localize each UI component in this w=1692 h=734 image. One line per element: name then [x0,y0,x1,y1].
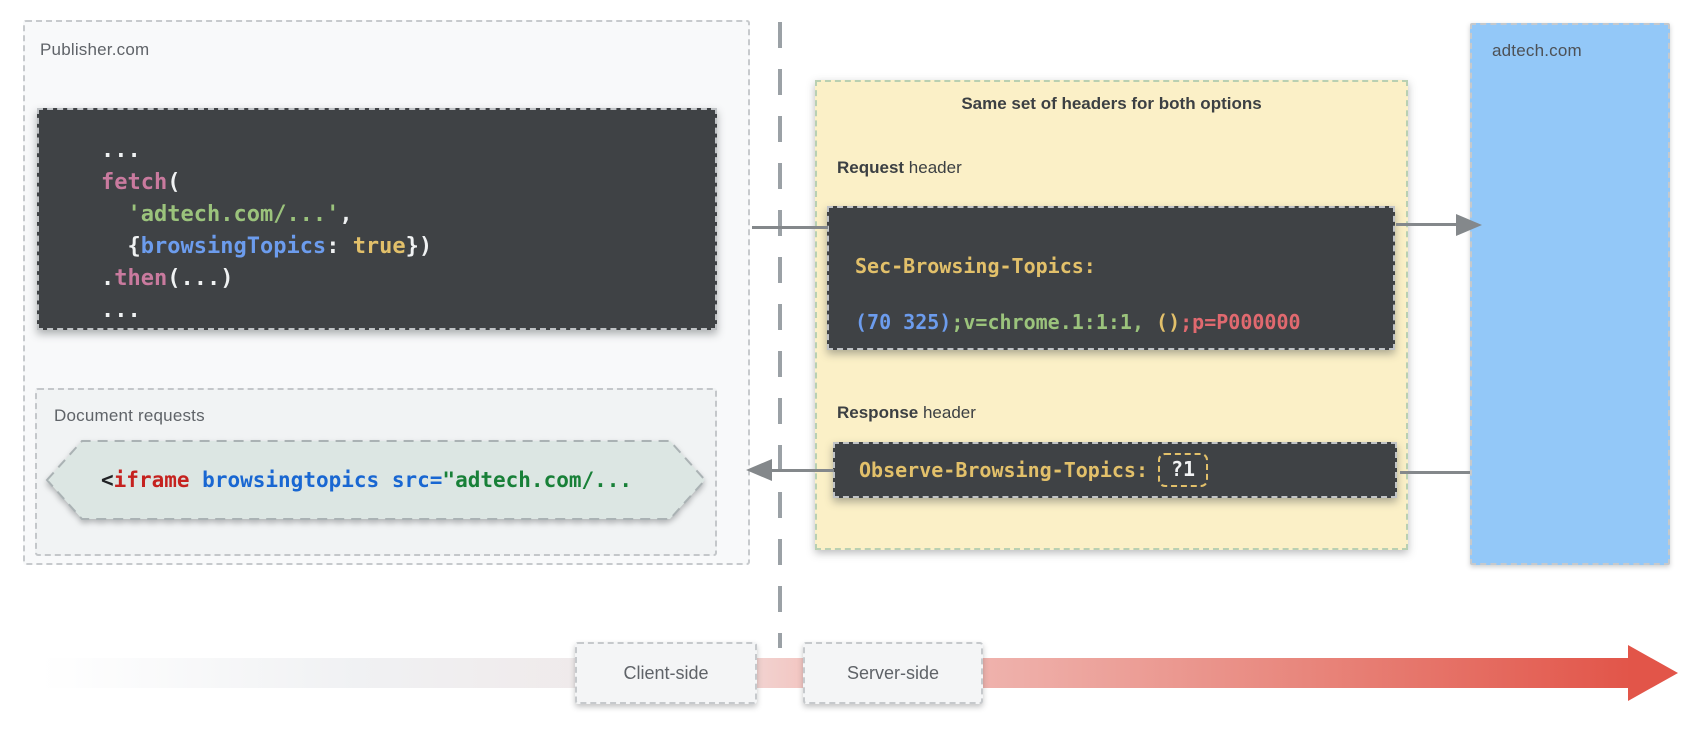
request-header-label: Request header [837,158,962,178]
request-header-block: Sec-Browsing-Topics: (70 325);v=chrome.1… [827,206,1395,350]
adtech-box [1470,23,1670,565]
response-header-label-bold: Response [837,403,919,422]
code-line: 'adtech.com/...', [127,202,353,227]
iframe-code: <iframe browsingtopics src="adtech.com/.… [101,468,633,492]
fetch-code-block: ... fetch( 'adtech.com/...', {browsingTo… [37,108,717,330]
server-side-box: Server-side [803,642,983,704]
response-to-publisher-arrowhead-icon [746,459,772,481]
request-header-label-rest: header [904,158,962,177]
request-header-line2: (70 325);v=chrome.1:1:1, ();p=P000000 [855,310,1301,334]
adtech-to-response-line [1400,471,1470,474]
client-server-divider [778,22,782,648]
document-requests-label: Document requests [54,406,205,425]
timeline-arrowhead-icon [1628,645,1678,701]
server-side-label: Server-side [846,662,940,683]
publisher-to-request-line [752,226,828,229]
response-header-code: Observe-Browsing-Topics: [859,458,1148,482]
code-line: ... [101,138,141,163]
code-line: ... [101,298,141,323]
hexagon-shape [45,440,707,520]
iframe-hexagon: <iframe browsingtopics src="adtech.com/.… [45,438,707,522]
client-side-label: Client-side [623,662,709,683]
request-to-adtech-arrowhead-icon [1456,214,1482,236]
response-header-label: Response header [837,403,976,423]
request-header-line1: Sec-Browsing-Topics: [855,254,1096,278]
adtech-label: adtech.com [1492,41,1582,60]
request-to-adtech-line [1396,223,1458,226]
code-line: .then(...) [101,266,234,291]
publisher-label: Publisher.com [40,40,150,59]
observe-value-badge: ?1 [1157,453,1209,487]
request-header-label-bold: Request [837,158,905,177]
headers-panel-title: Same set of headers for both options [961,94,1262,113]
code-line: fetch( [101,170,181,195]
client-side-box: Client-side [575,642,757,704]
response-header-block: Observe-Browsing-Topics: ?1 [833,442,1397,498]
response-header-label-rest: header [918,403,976,422]
response-to-publisher-line [770,469,834,472]
code-line: {browsingTopics: true}) [101,234,433,259]
